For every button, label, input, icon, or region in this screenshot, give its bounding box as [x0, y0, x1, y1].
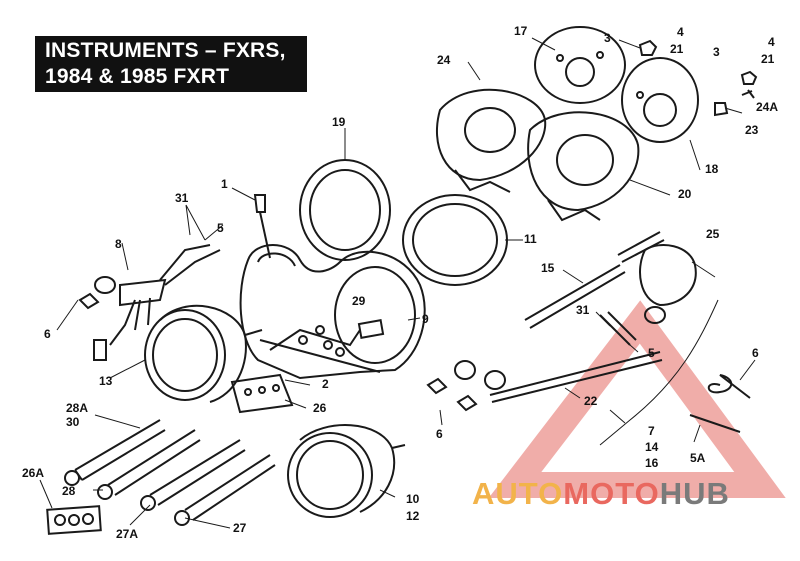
part-label-1: 1: [221, 177, 228, 191]
part-label-6b: 6: [436, 427, 443, 441]
diagram-title-box: INSTRUMENTS – FXRS, 1984 & 1985 FXRT: [35, 36, 307, 92]
part-label-5b: 5: [648, 346, 655, 360]
part-label-26: 26: [313, 401, 327, 415]
part-label-6c: 6: [752, 346, 759, 360]
part-label-20: 20: [678, 187, 692, 201]
part-label-12: 12: [406, 509, 420, 523]
part-label-24a: 24A: [756, 100, 779, 114]
part-label-6a: 6: [44, 327, 51, 341]
part-label-5a: 5: [217, 221, 224, 235]
watermark-triangle: [488, 300, 786, 498]
part-label-28: 28: [62, 484, 76, 498]
automotohub-watermark: AUTOMOTOHUB: [472, 478, 730, 510]
part-label-3a: 3: [604, 31, 611, 45]
part-label-7: 7: [648, 424, 655, 438]
part-label-26a: 26A: [22, 466, 45, 480]
part-label-10: 10: [406, 492, 420, 506]
part-label-14: 14: [645, 440, 659, 454]
bezel-housing: [239, 244, 426, 380]
part-label-2: 2: [322, 377, 329, 391]
title-line-1: INSTRUMENTS – FXRS,: [45, 39, 286, 62]
part-label-27a: 27A: [116, 527, 139, 541]
part-label-19: 19: [332, 115, 346, 129]
part-label-31a: 31: [175, 191, 189, 205]
watermark-auto: AUTO: [472, 476, 564, 511]
part-label-29: 29: [352, 294, 366, 308]
watermark-hub: HUB: [659, 476, 730, 511]
part-label-4a: 4: [677, 25, 684, 39]
part-label-28a: 28A: [66, 401, 89, 415]
part-label-5a-suffix: 5A: [690, 451, 706, 465]
part-label-13: 13: [99, 374, 113, 388]
part-label-22: 22: [584, 394, 598, 408]
part-label-4b: 4: [768, 35, 775, 49]
part-label-17: 17: [514, 24, 528, 38]
part-label-18: 18: [705, 162, 719, 176]
part-label-25: 25: [706, 227, 720, 241]
part-label-11: 11: [524, 232, 537, 246]
title-line-2: 1984 & 1985 FXRT: [45, 65, 230, 88]
part-label-31b: 31: [576, 303, 590, 317]
part-label-27: 27: [233, 521, 247, 535]
part-label-21a: 21: [670, 42, 684, 56]
part-label-30: 30: [66, 415, 80, 429]
part-label-9: 9: [422, 312, 429, 326]
part-label-3b: 3: [713, 45, 720, 59]
part-label-15: 15: [541, 261, 555, 275]
part-label-21b: 21: [761, 52, 775, 66]
part-label-23: 23: [745, 123, 759, 137]
part-label-24: 24: [437, 53, 451, 67]
part-label-8: 8: [115, 237, 122, 251]
watermark-moto: MOTO: [563, 476, 660, 511]
part-label-16: 16: [645, 456, 659, 470]
